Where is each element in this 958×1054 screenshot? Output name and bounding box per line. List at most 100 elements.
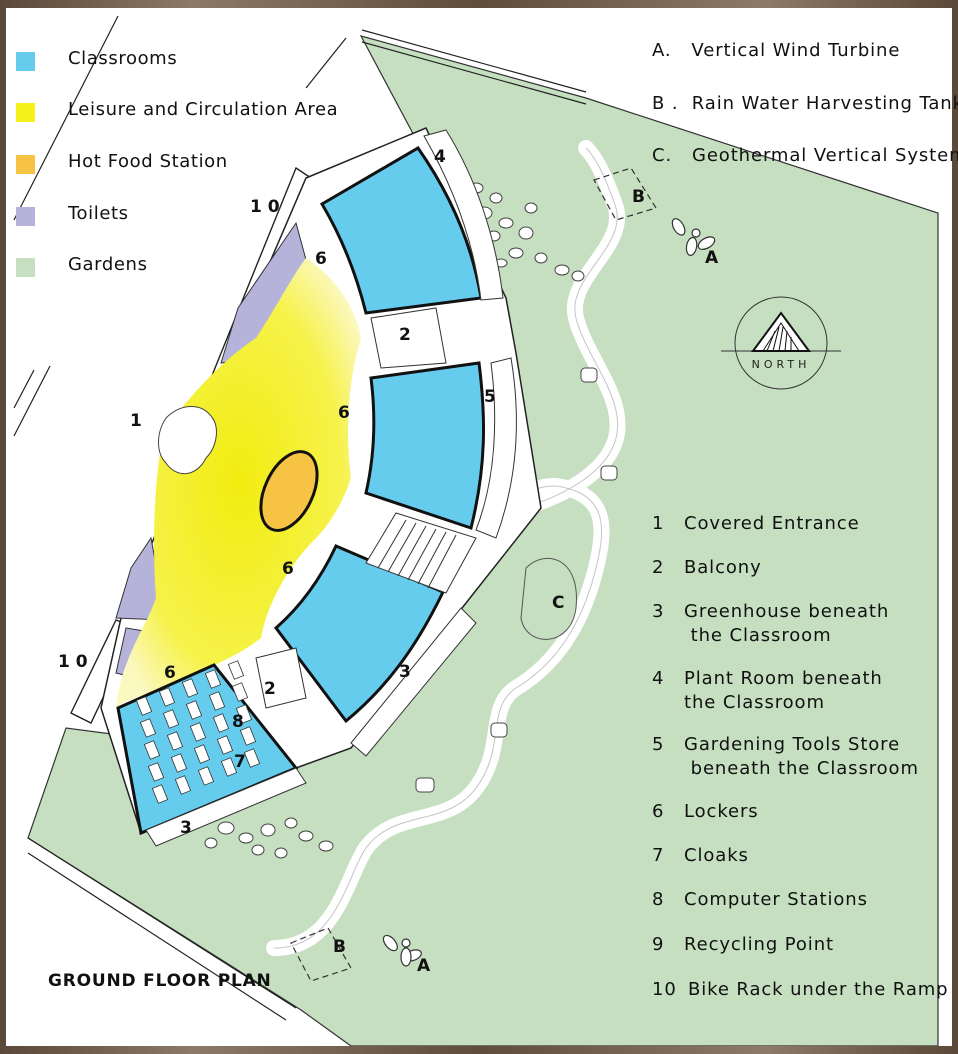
desk xyxy=(181,678,199,698)
desk xyxy=(162,709,180,729)
desk xyxy=(147,762,165,782)
hot-food-station xyxy=(259,450,319,532)
desk xyxy=(158,687,176,707)
legend-swatch xyxy=(16,103,35,122)
system-code: B . xyxy=(652,93,679,114)
desk xyxy=(231,682,249,702)
desk xyxy=(208,691,226,711)
compass-label: NORTH xyxy=(752,358,811,371)
key-number: 6 xyxy=(652,801,665,822)
legend-swatch xyxy=(16,258,35,277)
plan-mark-2: 2 xyxy=(399,325,411,345)
legend-swatch xyxy=(16,155,35,174)
desks xyxy=(135,660,261,804)
key-number: 10 xyxy=(652,979,677,1000)
desk xyxy=(216,735,234,755)
key-label: Covered Entrance xyxy=(684,513,860,534)
plan-mark-b: B xyxy=(632,187,645,207)
plan-mark-6: 6 xyxy=(315,249,327,269)
key-label: Gardening Tools Store beneath the Classr… xyxy=(684,734,919,779)
desk xyxy=(139,718,157,738)
plan-mark-a: A xyxy=(417,956,431,976)
plan-mark-3: 3 xyxy=(180,818,192,838)
classroom-2 xyxy=(364,361,486,530)
desk xyxy=(185,700,203,720)
plan-mark-2: 2 xyxy=(264,679,276,699)
plan-mark-6: 6 xyxy=(338,403,350,423)
legend-label: Hot Food Station xyxy=(68,151,228,172)
floor-plan-drawing: NORTH xyxy=(13,15,939,1046)
plan-mark-a: A xyxy=(705,248,719,268)
north-compass: NORTH xyxy=(721,296,841,390)
plan-mark-8: 8 xyxy=(232,712,244,732)
rain-tanks xyxy=(290,167,657,982)
plan-mark-3: 3 xyxy=(399,662,411,682)
system-code: C. xyxy=(652,145,673,166)
plan-mark-4: 4 xyxy=(434,147,446,167)
key-number: 1 xyxy=(652,513,665,534)
plan-mark-7: 7 xyxy=(234,752,246,772)
key-label: Cloaks xyxy=(684,845,749,866)
desk xyxy=(235,704,253,724)
key-label: Lockers xyxy=(684,801,759,822)
plan-mark-10: 1 0 xyxy=(250,197,280,217)
desk xyxy=(227,660,245,680)
balconies xyxy=(255,307,447,709)
legend-label: Leisure and Circulation Area xyxy=(68,99,339,120)
greenhouse-strips xyxy=(145,129,517,847)
legend-label: Classrooms xyxy=(68,48,178,69)
system-item-b: B . Rain Water Harvesting Tanks xyxy=(652,93,958,114)
key-number: 4 xyxy=(652,668,665,689)
boundary-wall-bottom xyxy=(27,29,587,1021)
key-number: 3 xyxy=(652,601,665,622)
circulation-area xyxy=(116,258,361,708)
plan-mark-1: 1 xyxy=(130,411,142,431)
key-number: 7 xyxy=(652,845,665,866)
key-number: 2 xyxy=(652,557,665,578)
legend-label: Toilets xyxy=(68,203,129,224)
desk xyxy=(174,775,192,795)
covered-entrance xyxy=(158,406,217,475)
drawing-sheet: NORTH Classrooms Leisure and Circulation… xyxy=(6,8,958,1046)
desk xyxy=(220,757,238,777)
desk xyxy=(170,753,188,773)
key-label: Bike Rack under the Ramp xyxy=(688,979,949,1000)
key-number: 9 xyxy=(652,934,665,955)
desk xyxy=(135,696,153,716)
key-label: Greenhouse beneath the Classroom xyxy=(684,601,890,646)
system-label: Geothermal Vertical System xyxy=(691,145,958,166)
key-label: Computer Stations xyxy=(684,889,868,910)
desk xyxy=(189,722,207,742)
key-label: Plant Room beneath the Classroom xyxy=(684,668,883,713)
stairs xyxy=(365,512,477,594)
desk xyxy=(193,744,211,764)
wind-turbine-icons xyxy=(382,218,716,967)
plan-title: GROUND FLOOR PLAN xyxy=(48,971,272,991)
key-label: Recycling Point xyxy=(684,934,834,955)
legend-label: Gardens xyxy=(68,254,148,275)
system-item-c: C. Geothermal Vertical System xyxy=(652,145,958,166)
site-boundary-lines xyxy=(13,15,347,437)
legend-swatch xyxy=(16,207,35,226)
plan-mark-b: B xyxy=(333,937,346,957)
system-label: Vertical Wind Turbine xyxy=(691,40,901,61)
desk xyxy=(151,784,169,804)
desk xyxy=(166,731,184,751)
recycling-points xyxy=(415,367,618,793)
system-code: A. xyxy=(652,40,672,61)
desk xyxy=(243,748,261,768)
plan-mark-10: 1 0 xyxy=(58,652,88,672)
classroom-3 xyxy=(273,544,446,724)
desk xyxy=(239,726,257,746)
plan-mark-6: 6 xyxy=(164,663,176,683)
key-label: Balcony xyxy=(684,557,762,578)
desk xyxy=(204,669,222,689)
desk xyxy=(197,766,215,786)
plan-mark-5: 5 xyxy=(484,387,496,407)
desk xyxy=(143,740,161,760)
plan-mark-6: 6 xyxy=(282,559,294,579)
desk xyxy=(212,713,230,733)
key-number: 5 xyxy=(652,734,665,755)
system-item-a: A. Vertical Wind Turbine xyxy=(652,40,900,61)
legend-swatch xyxy=(16,52,35,71)
